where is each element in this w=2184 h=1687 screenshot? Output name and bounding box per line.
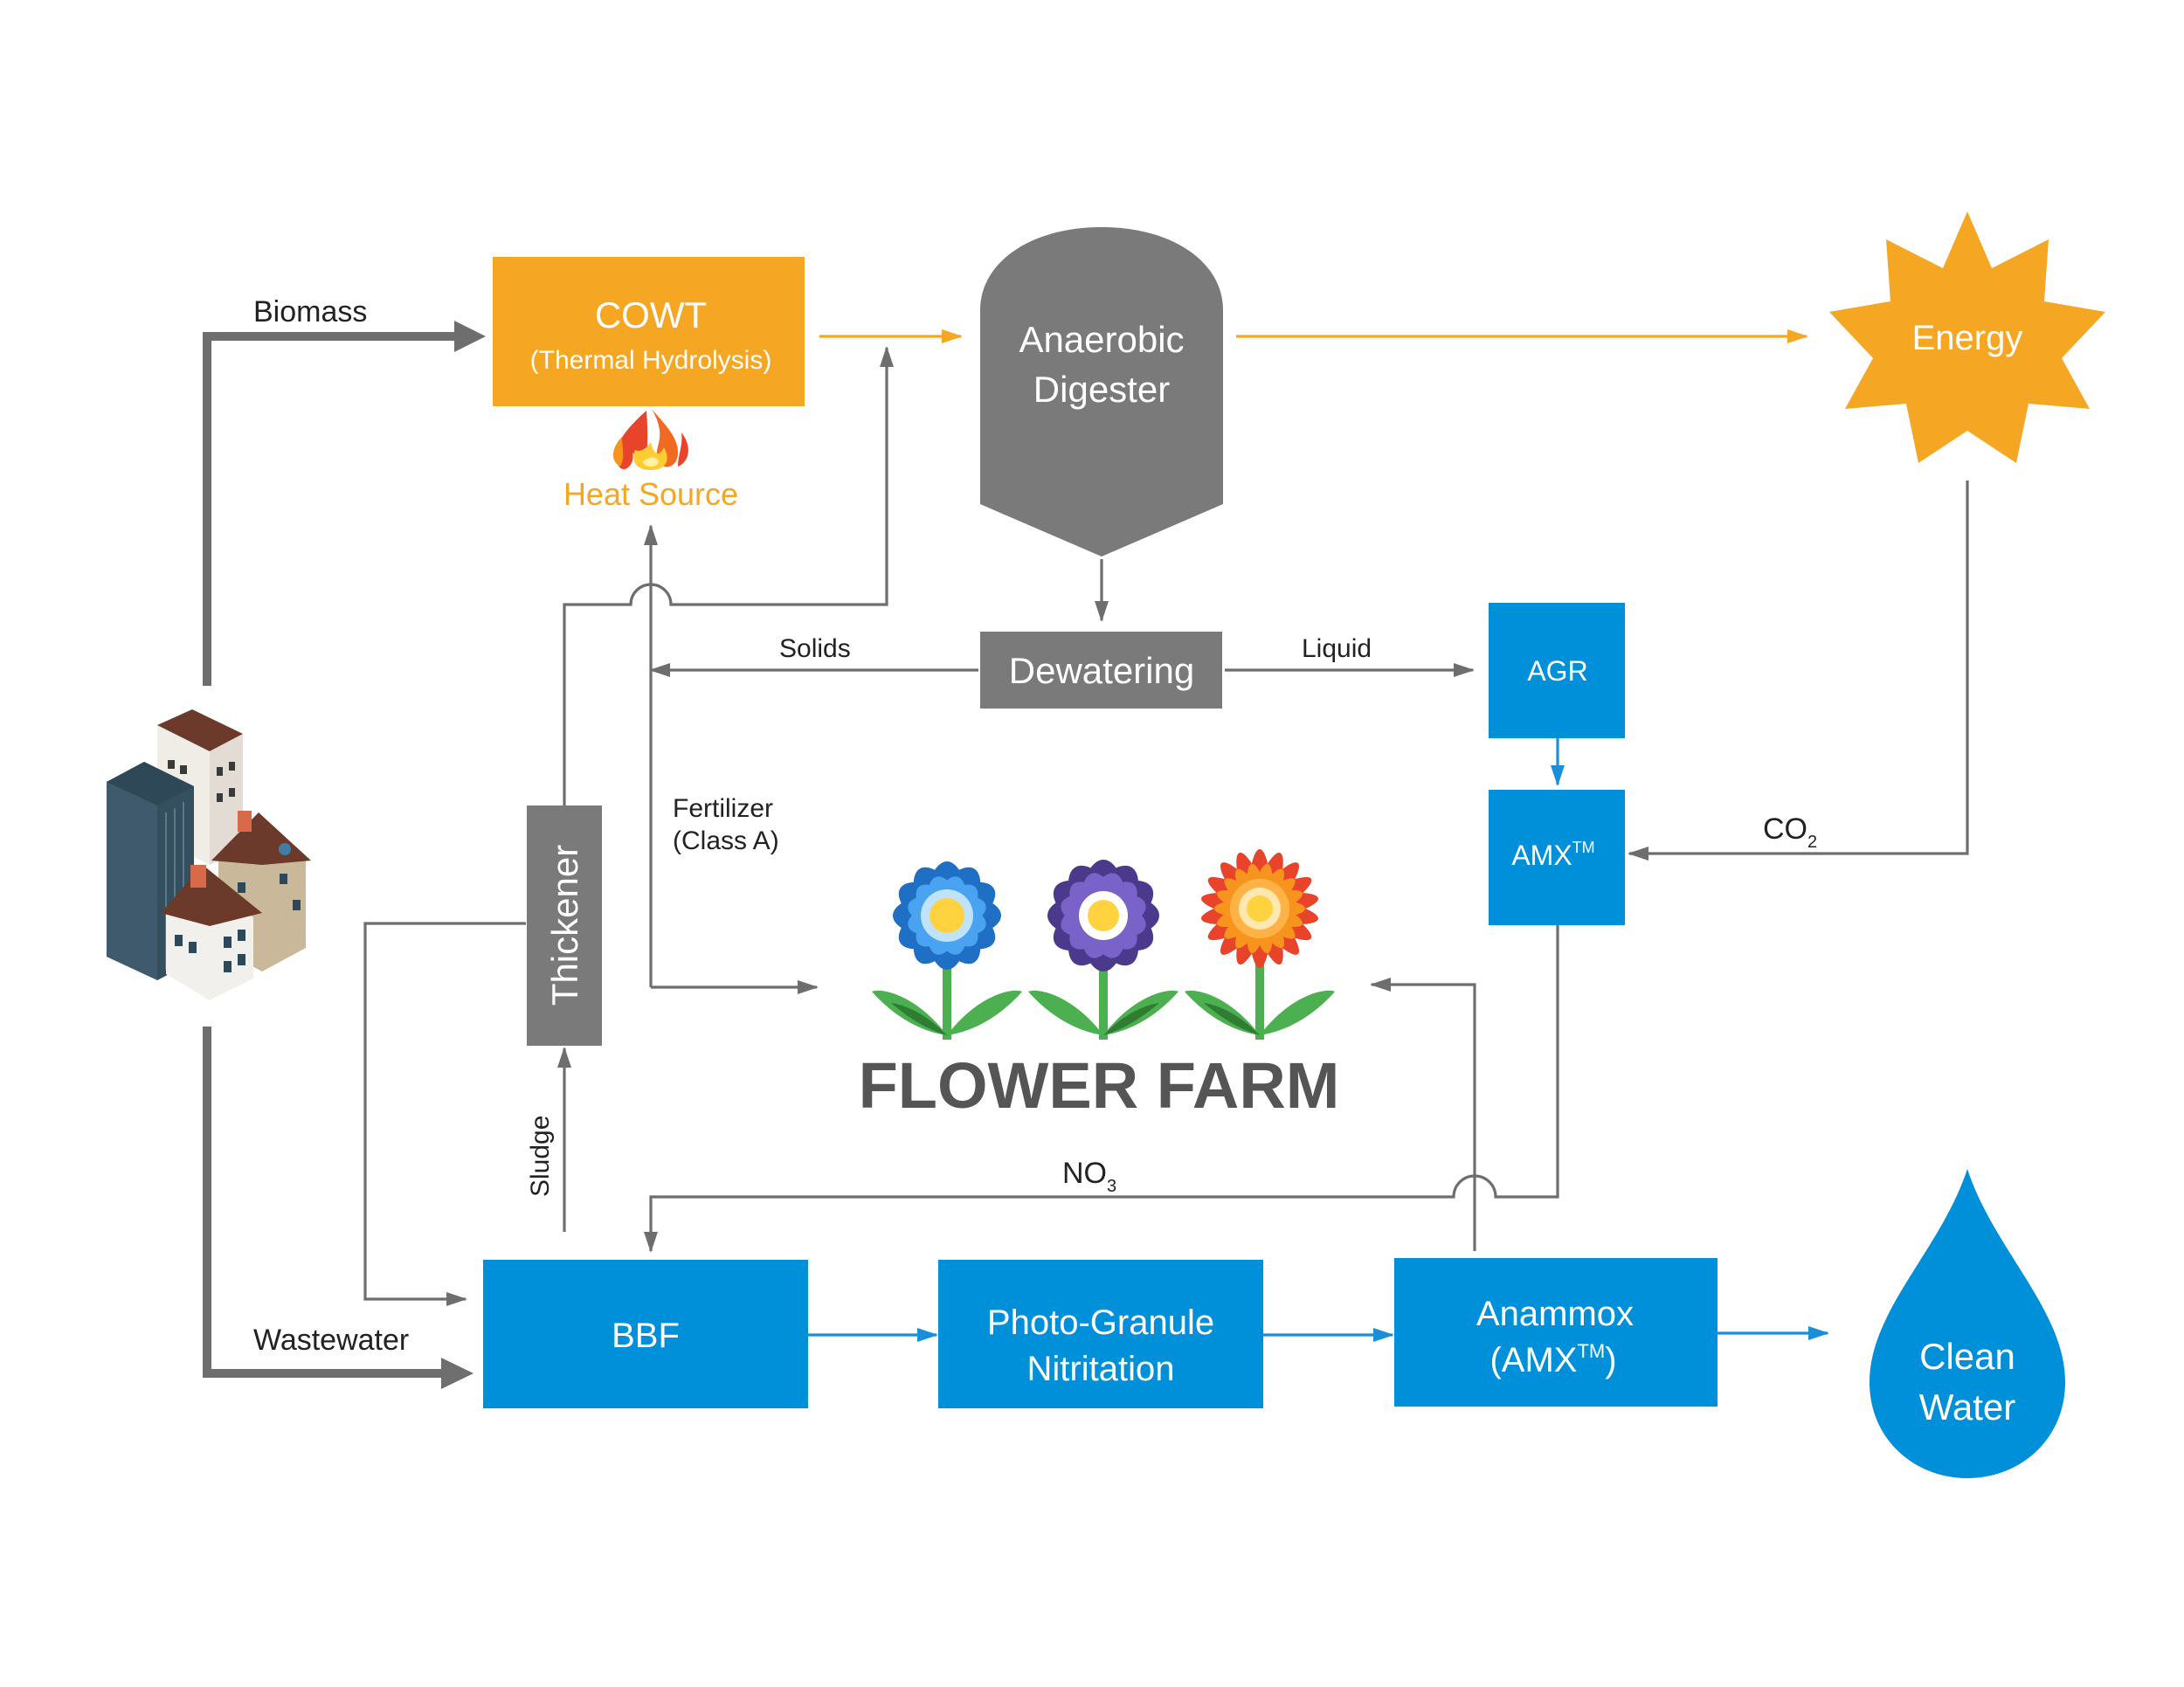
clean-line1: Clean xyxy=(1919,1336,2015,1377)
photo-line2: Nitritation xyxy=(1027,1350,1175,1388)
photo-granule-node[interactable]: Photo-Granule Nitritation xyxy=(938,1260,1263,1408)
digester-line1: Anaerobic xyxy=(1019,319,1184,360)
wastewater-arrowhead xyxy=(441,1358,473,1389)
energy-node[interactable]: Energy xyxy=(1829,211,2105,463)
energy-label: Energy xyxy=(1912,319,2023,357)
agr-label: AGR xyxy=(1527,655,1587,687)
cowt-node[interactable]: COWT (Thermal Hydrolysis) xyxy=(493,257,805,406)
agr-node[interactable]: AGR xyxy=(1489,603,1625,738)
star-icon xyxy=(1829,211,2105,463)
clean-line2: Water xyxy=(1919,1386,2015,1428)
thickener-to-bbf-arrow xyxy=(363,922,526,1306)
anammox-node[interactable]: Anammox (AMXTM) xyxy=(1394,1258,1717,1407)
cowt-subtitle: (Thermal Hydrolysis) xyxy=(530,346,772,375)
clean-water-node[interactable]: Clean Water xyxy=(1870,1169,2065,1478)
liquid-label: Liquid xyxy=(1302,634,1372,663)
amx-label: AMXTM xyxy=(1511,839,1594,871)
fertilizer-label-line2: (Class A) xyxy=(673,826,779,855)
sludge-label: Sludge xyxy=(526,1116,555,1197)
co2-arrow xyxy=(1628,481,1969,861)
bbf-label: BBF xyxy=(612,1317,680,1355)
flower-farm-title: FLOWER FARM xyxy=(859,1049,1340,1122)
biomass-arrowhead xyxy=(454,321,486,352)
co2-label: CO2 xyxy=(1763,812,1817,852)
dewatering-node[interactable]: Dewatering xyxy=(980,632,1222,709)
city-buildings-icon xyxy=(107,709,311,1000)
anammox-line1: Anammox xyxy=(1476,1295,1634,1333)
flame-icon xyxy=(612,409,688,470)
solids-label: Solids xyxy=(779,634,851,663)
heat-source-label: Heat Source xyxy=(563,476,738,512)
thickener-to-cowt-arrow xyxy=(563,346,894,808)
thickener-node[interactable]: Thickener xyxy=(527,805,602,1046)
digester-line2: Digester xyxy=(1033,369,1170,410)
anammox-line2: (AMXTM) xyxy=(1489,1340,1616,1379)
thickener-label: Thickener xyxy=(544,845,585,1006)
biomass-label: Biomass xyxy=(253,295,367,328)
bbf-node[interactable]: BBF xyxy=(483,1260,808,1408)
wastewater-label: Wastewater xyxy=(253,1324,409,1357)
anammox-to-farm-arrow xyxy=(1370,978,1476,1251)
amx-node[interactable]: AMXTM xyxy=(1489,790,1625,925)
biomass-arrow xyxy=(203,332,454,686)
dewatering-label: Dewatering xyxy=(1009,650,1194,691)
water-drop-icon xyxy=(1870,1169,2065,1478)
no3-label: NO3 xyxy=(1062,1157,1116,1196)
flower-farm-illustration xyxy=(872,849,1335,1040)
fertilizer-label-line1: Fertilizer xyxy=(673,794,773,823)
cowt-title: COWT xyxy=(595,294,707,335)
anaerobic-digester-node[interactable]: Anaerobic Digester xyxy=(980,227,1223,557)
wastewater-arrow xyxy=(203,1027,441,1378)
photo-line1: Photo-Granule xyxy=(987,1303,1214,1342)
